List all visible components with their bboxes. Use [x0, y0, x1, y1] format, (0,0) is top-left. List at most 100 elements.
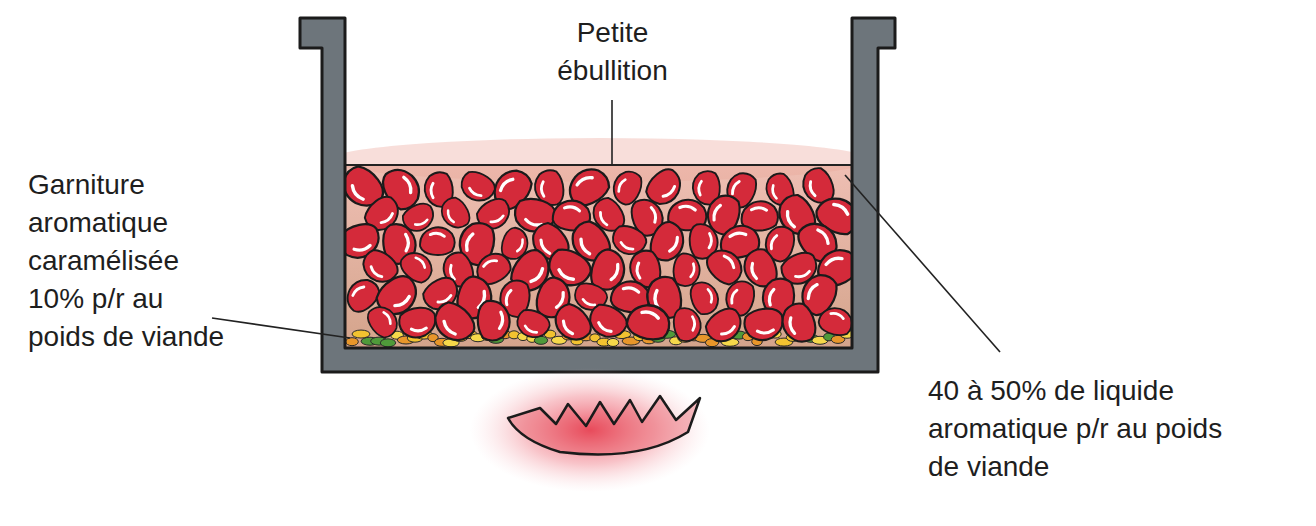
meat-highlight	[642, 310, 659, 318]
meat-highlight	[691, 264, 695, 278]
meat-highlight	[788, 318, 796, 334]
meat-highlight	[517, 239, 524, 252]
meat-highlight	[770, 235, 777, 249]
annotation-label: Petite ébullition	[530, 14, 695, 90]
meat-highlight	[707, 289, 713, 302]
meat-chunk	[428, 296, 480, 348]
meat-highlight	[807, 283, 818, 299]
meat-chunk-body	[816, 304, 855, 339]
meat-chunk	[419, 226, 455, 256]
meat-highlight	[465, 233, 473, 250]
meat-highlight	[670, 237, 679, 253]
meat-highlight	[352, 285, 364, 296]
meat-highlight	[411, 327, 426, 332]
meat-chunk	[513, 305, 553, 342]
annotation-label: Garniture aromatique caramélisée 10% p/r…	[28, 166, 233, 356]
meat-chunk-body	[584, 299, 631, 344]
meat-highlight	[817, 229, 830, 244]
meat-highlight	[712, 204, 720, 220]
leader-line	[845, 175, 1000, 352]
meat-highlight	[785, 212, 795, 228]
garnish-piece	[380, 339, 395, 347]
meat-chunk-body	[363, 301, 402, 342]
meat-highlight	[499, 177, 513, 191]
meat-highlight	[751, 208, 766, 211]
meat-chunk-body	[513, 305, 553, 342]
meat-chunk-body	[419, 226, 455, 256]
meat-highlight	[446, 211, 454, 223]
meat-highlight	[561, 321, 573, 335]
meat-chunk-body	[397, 306, 437, 340]
meat-chunks	[336, 161, 864, 349]
meat-highlight	[623, 287, 639, 292]
meat-highlight	[415, 257, 426, 268]
meat-highlight	[723, 255, 735, 268]
meat-highlight	[442, 321, 456, 335]
meat-highlight	[730, 232, 746, 238]
meat-chunk	[624, 300, 673, 344]
meat-highlight	[383, 312, 392, 324]
meat-highlight	[650, 207, 657, 222]
meat-highlight	[808, 182, 816, 197]
meat-highlight	[750, 263, 758, 279]
meat-highlight	[500, 312, 503, 328]
leader-line	[611, 100, 613, 165]
meat-highlight	[597, 323, 611, 333]
flame-glow	[470, 368, 710, 492]
meat-highlight	[415, 219, 428, 227]
meat-highlight	[468, 188, 481, 197]
garnish-piece	[352, 330, 370, 338]
meat-highlight	[617, 179, 625, 192]
meat-highlight	[483, 258, 497, 267]
flame	[508, 396, 700, 455]
meat-chunk-body	[701, 303, 747, 347]
meat-chunk-body	[743, 306, 786, 342]
meat-highlight	[768, 289, 773, 305]
meat-chunk-body	[672, 307, 702, 343]
meat-highlight	[680, 206, 696, 210]
meat-highlight	[576, 175, 592, 186]
meat-highlight	[636, 263, 641, 278]
meat-highlight	[395, 296, 411, 309]
meat-chunk-body	[624, 300, 673, 344]
meat-highlight	[582, 299, 595, 306]
liquid-surface	[345, 164, 852, 166]
meat-highlight	[524, 326, 537, 334]
meat-chunk-body	[549, 299, 597, 348]
meat-highlight	[722, 326, 736, 337]
meat-highlight	[505, 290, 511, 305]
meat-highlight	[403, 176, 414, 192]
meat-chunk	[478, 301, 510, 341]
garnish-piece	[607, 338, 619, 346]
meat-highlight	[598, 212, 607, 225]
meat-highlight	[564, 206, 579, 211]
meat-highlight	[430, 233, 444, 236]
meat-highlight	[833, 203, 849, 214]
meat-chunk	[816, 304, 855, 339]
meat-highlight	[430, 183, 434, 197]
meat-chunk	[584, 299, 631, 344]
meat-highlight	[699, 181, 702, 195]
meat-highlight	[663, 186, 676, 198]
meat-highlight	[531, 268, 544, 283]
meat-highlight	[831, 312, 845, 318]
meat-highlight	[381, 213, 394, 225]
meat-chunk	[778, 300, 820, 347]
annotation-label: 40 à 50% de liquide aromatique p/r au po…	[928, 372, 1258, 486]
meat-chunk	[672, 307, 702, 343]
leader-line	[212, 318, 350, 338]
meat-highlight	[796, 270, 811, 278]
meat-highlight	[369, 267, 382, 278]
garnish-piece	[346, 338, 359, 346]
meat-chunk-body	[428, 296, 480, 348]
meat-highlight	[354, 244, 371, 252]
meat-highlight	[730, 289, 737, 303]
meat-highlight	[578, 239, 590, 255]
meat-highlight	[611, 264, 619, 280]
meat-highlight	[825, 256, 842, 266]
meat-chunk	[549, 299, 597, 348]
meat-highlight	[709, 234, 712, 248]
meat-highlight	[731, 180, 739, 194]
meat-chunk	[701, 303, 747, 347]
